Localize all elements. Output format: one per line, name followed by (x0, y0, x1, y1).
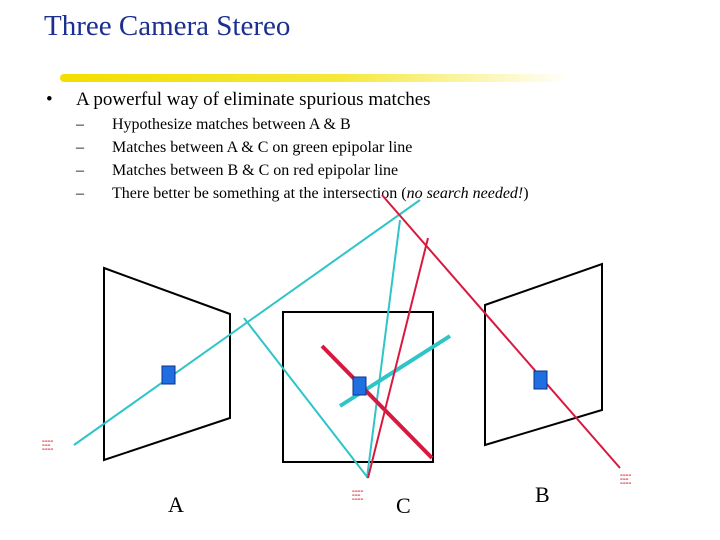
green-projection-line (243, 317, 369, 479)
sub-bullet-4: – There better be something at the inters… (76, 185, 529, 203)
point-marker-a (161, 365, 176, 385)
green-ray-line (366, 219, 401, 479)
camera-a-image-plane (103, 266, 231, 462)
main-bullet: • A powerful way of eliminate spurious ma… (46, 89, 431, 111)
main-bullet-text: A powerful way of eliminate spurious mat… (76, 89, 431, 110)
red-ray-line-2 (367, 237, 429, 479)
camera-b-image-plane (484, 262, 603, 447)
camera-c-image-plane (282, 311, 434, 463)
red-epipolar-line-c (320, 344, 434, 460)
point-marker-b (533, 370, 548, 390)
sub-bullet-text: Hypothesize matches between A & B (112, 116, 351, 133)
sub-bullet-text-italic: no search needed! (406, 185, 524, 202)
camera-a-label: A (168, 492, 184, 517)
sub-bullet-marker: – (76, 185, 84, 202)
sub-bullet-text-after: ) (523, 185, 529, 202)
stamp-logo: ▬▬▬▬▬▬▬▬▬▬▬ (620, 473, 632, 485)
red-ray-line-1 (381, 194, 621, 469)
sub-bullet-3: – Matches between B & C on red epipolar l… (76, 162, 398, 180)
sub-bullet-marker: – (76, 139, 84, 156)
point-marker-c (352, 376, 367, 396)
sub-bullet-text-before: There better be something at the interse… (112, 185, 407, 202)
sub-bullet-text: Matches between B & C on red epipolar li… (112, 162, 399, 179)
bullet-marker: • (46, 89, 53, 110)
camera-c-label: C (396, 493, 411, 518)
sub-bullet-2: – Matches between A & C on green epipolar… (76, 139, 412, 157)
stamp-logo: ▬▬▬▬▬▬▬▬▬▬▬ (352, 489, 364, 501)
camera-b-label: B (535, 482, 550, 507)
sub-bullet-marker: – (76, 116, 84, 133)
slide-title: Three Camera Stereo (44, 10, 291, 42)
sub-bullet-text: Matches between A & C on green epipolar … (112, 139, 413, 156)
stamp-logo: ▬▬▬▬▬▬▬▬▬▬▬ (42, 439, 54, 451)
title-underline (60, 74, 570, 82)
sub-bullet-marker: – (76, 162, 84, 179)
sub-bullet-1: – Hypothesize matches between A & B (76, 116, 351, 134)
